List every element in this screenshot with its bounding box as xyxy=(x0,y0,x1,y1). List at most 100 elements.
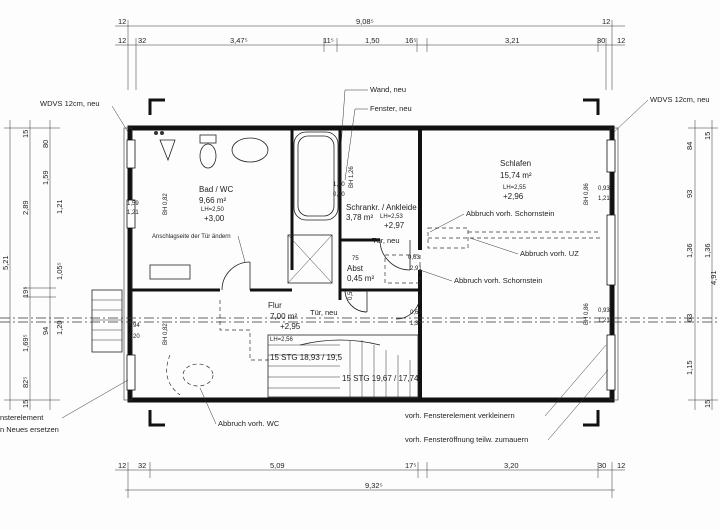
room-bad-bh: BH 0,82 xyxy=(163,193,169,215)
dim-left-inner-3: 1,05⁵ xyxy=(55,262,64,280)
dim-left-outer-2: 19⁵ xyxy=(21,287,30,298)
dim-bottom-seg-5: 30 xyxy=(598,461,606,470)
room-schlafen-bh2: BH 0,86 xyxy=(584,303,590,325)
sink-icon xyxy=(231,137,269,163)
note-abbruch-uz: Abbruch vorh. UZ xyxy=(520,249,579,258)
dim-top-seg-6: 3,21 xyxy=(505,36,520,45)
dim-left-total: 5,21 xyxy=(1,255,10,270)
dim-top-seg-3: 11⁵ xyxy=(323,36,334,45)
dim-mid-11: 1,21 xyxy=(598,318,610,324)
dim-mid-window-2: 1,21 xyxy=(127,210,139,216)
interior-dimensions: 1,59 1,21 0,94 1,20 1,00 0,30 0,63 2,91 … xyxy=(127,182,610,340)
note-wdvs-left: WDVS 12cm, neu xyxy=(40,99,100,108)
dim-left-inner-5: 1,20 xyxy=(55,320,64,335)
dim-bottom-seg-6: 12 xyxy=(617,461,625,470)
dim-right-small-1: 1,36 xyxy=(703,243,712,258)
demolition-markings xyxy=(0,227,720,396)
dim-left-inner-1: 1,59 xyxy=(41,170,50,185)
room-flur-name: Flur xyxy=(268,301,282,310)
room-schrank-bh: BH 1,26 xyxy=(349,166,355,188)
room-schlafen-bh: BH 0,86 xyxy=(584,183,590,205)
dim-mid-3: 0,30 xyxy=(333,192,345,198)
interior-walls xyxy=(130,128,422,400)
room-bad-level: +3,00 xyxy=(204,214,225,223)
stair-label-2: 15 STG 19,67 / 17,74 xyxy=(342,374,419,383)
corner-marks xyxy=(148,98,600,427)
note-tuer-neu-1: Tür, neu xyxy=(372,236,400,245)
dim-top-small-left: 12 xyxy=(118,17,126,26)
room-abst-name: Abst xyxy=(347,264,364,273)
dim-left-outer-3: 1,69⁵ xyxy=(21,334,30,352)
toilet-demolition-icon xyxy=(182,363,214,387)
room-abst-area: 0,45 m² xyxy=(347,274,374,283)
door-swing-bad xyxy=(221,261,251,291)
dim-mid-9: 1,21 xyxy=(598,196,610,202)
dim-bottom-seg-0: 12 xyxy=(118,461,126,470)
dim-top-seg-8: 12 xyxy=(617,36,625,45)
dim-bottom-seg-4: 3,20 xyxy=(504,461,519,470)
dim-left-inner-0: 80 xyxy=(41,140,50,148)
dim-mid-window-1: 1,59 xyxy=(127,201,139,207)
dim-left-outer-0: 15 xyxy=(21,130,30,138)
stair-label-1: 15 STG 18,93 / 19,5 xyxy=(270,353,343,362)
room-schrank-name: Schrankr. / Ankleide xyxy=(346,203,417,212)
dim-right-inner-4: 1,15 xyxy=(685,360,694,375)
toilet-icon xyxy=(199,143,217,169)
left-dimension-chain: 5,21 15 2,89 19⁵ 1,69⁵ 82⁵ 15 80 1,59 1,… xyxy=(1,120,64,410)
dim-top-total: 9,08⁵ xyxy=(356,17,374,26)
note-tuer-neu-2: Tür, neu xyxy=(310,308,338,317)
dim-right-small-0: 15 xyxy=(703,132,712,140)
dim-bottom-seg-3: 17⁵ xyxy=(405,461,416,470)
dim-top-small-right: 12 xyxy=(602,17,610,26)
exterior-step xyxy=(91,289,123,353)
annotations: WDVS 12cm, neu WDVS 12cm, neu Wand, neu … xyxy=(0,85,710,444)
dim-mid-4: 0,63 xyxy=(408,255,420,261)
dim-top-seg-0: 12 xyxy=(118,36,126,45)
dim-mid-6: 0,63 xyxy=(410,310,422,316)
dim-top-seg-2: 3,47⁵ xyxy=(230,36,248,45)
note-fensterelement-1: nsterelement xyxy=(0,413,44,422)
dim-mid-0: 0,94 xyxy=(128,323,140,329)
room-flur-area: 7,00 m² xyxy=(270,312,297,321)
bathroom-fixtures xyxy=(149,131,339,284)
dim-left-inner-4: 94 xyxy=(41,327,50,335)
dim-top-seg-4: 1,50 xyxy=(365,36,380,45)
dim-left-outer-4: 82⁵ xyxy=(21,377,30,388)
top-dimension-chain: 12 9,08⁵ 12 12 32 3,47⁵ 11⁵ 1,50 16⁵ 3,2… xyxy=(115,17,625,90)
dim-mid-8: 0,93 xyxy=(598,186,610,192)
dim-right-inner-0: 84 xyxy=(685,142,694,150)
room-bad-name: Bad / WC xyxy=(199,185,233,194)
note-anschlag: Anschlagseite der Tür ändern xyxy=(152,234,231,240)
dim-mid-7: 1,37 xyxy=(410,321,422,327)
bottom-dimension-chain: 12 32 5,09 17⁵ 3,20 30 12 9,32⁵ xyxy=(115,461,625,498)
dim-top-seg-7: 30 xyxy=(597,36,605,45)
room-flur-lh: LH=2,56 xyxy=(270,337,294,343)
note-zumauern: vorh. Fensteröffnung teilw. zumauern xyxy=(405,435,528,444)
note-abbruch-wc: Abbruch vorh. WC xyxy=(218,419,280,428)
dim-right-inner-2: 1,36 xyxy=(685,243,694,258)
dim-top-seg-1: 32 xyxy=(138,36,146,45)
dim-left-outer-1: 2,89 xyxy=(21,200,30,215)
room-flur-level: +2,95 xyxy=(280,322,301,331)
dim-mid-2: 1,00 xyxy=(333,182,345,188)
note-fenster: Fenster, neu xyxy=(370,104,412,113)
room-schrank-area: 3,78 m² xyxy=(346,213,373,222)
dim-mid-1: 1,20 xyxy=(128,334,140,340)
dim-left-outer-5: 15 xyxy=(21,400,30,408)
note-abbruch-schornstein-1: Abbruch vorh. Schornstein xyxy=(466,209,554,218)
dim-right-inner-1: 93 xyxy=(685,190,694,198)
bidet-icon xyxy=(159,139,176,162)
room-schrank-level: +2,97 xyxy=(384,221,405,230)
dim-top-seg-5: 16⁵ xyxy=(405,36,416,45)
note-wand: Wand, neu xyxy=(370,85,406,94)
staircase xyxy=(267,334,419,398)
room-labels: Bad / WC 9,66 m² LH=2,50 +3,00 BH 0,82 S… xyxy=(163,159,590,383)
room-schlafen-area: 15,74 m² xyxy=(500,171,532,180)
dim-right-small-2: 15 xyxy=(703,400,712,408)
room-schlafen-lh: LH=2,55 xyxy=(503,185,527,191)
shower-icon xyxy=(287,234,333,284)
note-abbruch-schornstein-2: Abbruch vorh. Schornstein xyxy=(454,276,542,285)
room-schrank-lh: LH=2,53 xyxy=(380,214,404,220)
dim-bottom-total: 9,32⁵ xyxy=(365,481,383,490)
